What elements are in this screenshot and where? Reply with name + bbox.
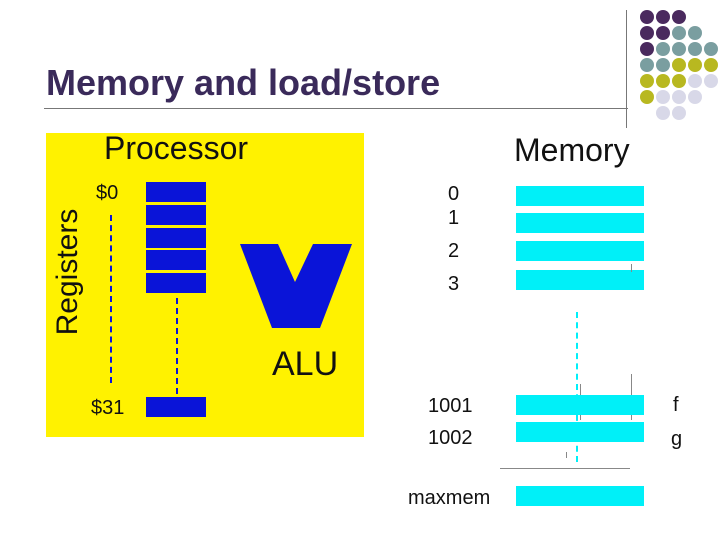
memory-cell — [516, 213, 644, 233]
register-label-last: $31 — [91, 397, 125, 419]
memory-address-label: 1001 — [428, 395, 473, 417]
dot — [640, 74, 654, 88]
memory-label: Memory — [514, 132, 630, 168]
register — [146, 273, 206, 293]
register-range-dashed-line — [110, 215, 112, 383]
alu-label: ALU — [272, 345, 339, 383]
alu-shape — [240, 244, 352, 328]
dot — [672, 106, 686, 120]
dot — [672, 42, 686, 56]
dot — [656, 106, 670, 120]
registers-label: Registers — [51, 208, 84, 336]
register-label-first: $0 — [96, 182, 119, 204]
dot — [656, 58, 670, 72]
register — [146, 228, 206, 248]
memory-cell — [516, 241, 644, 261]
dot — [704, 42, 718, 56]
register-range-dashed-line — [176, 298, 178, 394]
dot — [656, 42, 670, 56]
decorative-horizontal-line — [44, 108, 628, 109]
dot — [688, 58, 702, 72]
memory-address-label: maxmem — [408, 487, 491, 509]
memory-address-label: 3 — [448, 273, 460, 295]
dot — [704, 74, 718, 88]
memory-address-label: 0 — [448, 183, 460, 205]
memory-address-label: 2 — [448, 240, 460, 262]
variable-label: f — [673, 394, 679, 416]
processor-label: Processor — [104, 130, 249, 166]
dot — [640, 10, 654, 24]
memory-cell — [516, 486, 644, 506]
memory-range-dashed-line — [576, 312, 578, 462]
dot — [672, 74, 686, 88]
dot — [640, 58, 654, 72]
dot — [656, 74, 670, 88]
dot — [672, 10, 686, 24]
dot — [640, 90, 654, 104]
memory-cell — [516, 422, 644, 442]
register — [146, 397, 206, 417]
dot — [640, 26, 654, 40]
memory-cell — [516, 186, 644, 206]
memory-cell — [516, 395, 644, 415]
decorative-vertical-line — [626, 10, 627, 128]
register — [146, 250, 206, 270]
connector-line — [631, 264, 632, 272]
dot — [704, 58, 718, 72]
dot — [640, 42, 654, 56]
decorative-dot-grid — [640, 10, 720, 120]
connector-line — [566, 452, 567, 458]
connector-line — [500, 468, 630, 469]
memory-address-label: 1 — [448, 207, 460, 229]
dot — [656, 10, 670, 24]
alu-polygon — [240, 244, 352, 328]
dot — [688, 74, 702, 88]
dot — [688, 90, 702, 104]
memory-address-label: 1002 — [428, 427, 473, 449]
dot — [672, 90, 686, 104]
memory-cell — [516, 270, 644, 290]
variable-label: g — [671, 428, 683, 450]
dot — [688, 26, 702, 40]
register — [146, 205, 206, 225]
slide-title: Memory and load/store — [46, 62, 441, 103]
dot — [688, 42, 702, 56]
dot — [672, 58, 686, 72]
dot — [656, 26, 670, 40]
dot — [656, 90, 670, 104]
register — [146, 182, 206, 202]
dot — [672, 26, 686, 40]
